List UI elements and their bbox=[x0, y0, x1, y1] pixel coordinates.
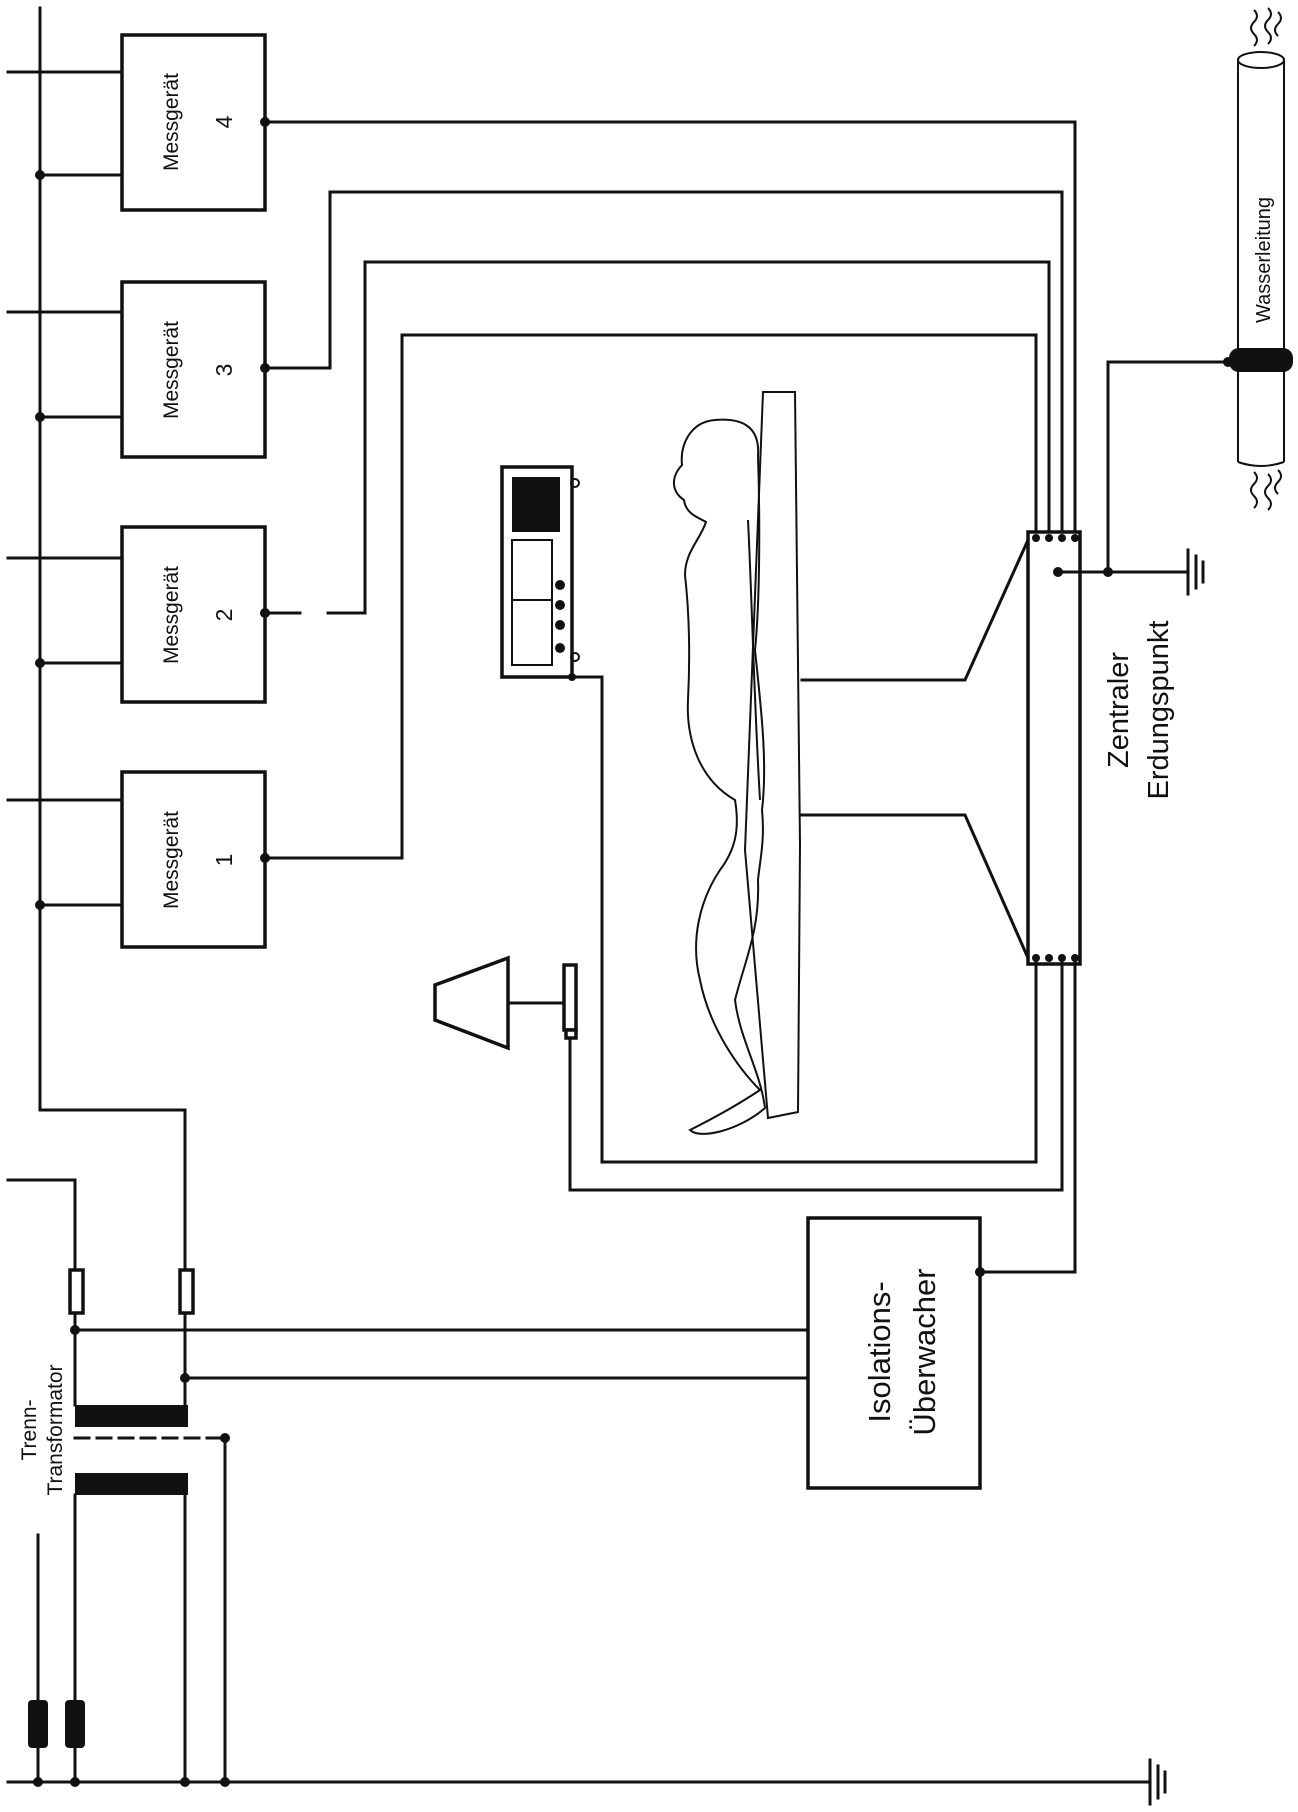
central-ground-bar bbox=[1026, 530, 1082, 966]
device-2-name: Messgerät bbox=[160, 566, 183, 664]
earth-symbol-top bbox=[1186, 548, 1205, 596]
device-3-name: Messgerät bbox=[160, 321, 183, 419]
patient-figure bbox=[673, 418, 767, 1135]
device-box-1 bbox=[120, 770, 267, 949]
isolation-monitor-box bbox=[806, 958, 1077, 1490]
device-box-3 bbox=[120, 280, 267, 459]
transformer-core bbox=[73, 1405, 230, 1784]
lamp bbox=[433, 955, 1064, 1192]
device-4-number: 4 bbox=[211, 115, 237, 128]
device-1-name: Messgerät bbox=[160, 811, 183, 909]
ground-connection bbox=[1053, 360, 1230, 577]
water-pipe-label: Wasserleitung bbox=[1253, 197, 1275, 323]
device-4-name: Messgerät bbox=[160, 73, 183, 171]
bed-frame bbox=[800, 538, 1030, 960]
device-1-number: 1 bbox=[211, 854, 237, 867]
water-pipe bbox=[1223, 7, 1293, 511]
device-3-number: 3 bbox=[211, 364, 237, 377]
device-box-2 bbox=[120, 525, 267, 704]
device-2-number: 2 bbox=[211, 609, 237, 622]
ground-point-label-line1: Zentraler bbox=[1103, 652, 1135, 768]
transformer-wiring bbox=[6, 1178, 810, 1407]
isolation-monitor-label-line1: Isolations- bbox=[862, 1281, 897, 1422]
operating-table bbox=[743, 391, 802, 1120]
monitor-device bbox=[500, 465, 1038, 1164]
supply-bus bbox=[6, 6, 187, 1272]
ground-point-label-line2: Erdungspunkt bbox=[1143, 621, 1175, 800]
earth-symbol-bottom bbox=[1148, 1758, 1167, 1806]
device-ground-wires bbox=[260, 117, 1077, 863]
transformer-label-line1: Trenn- bbox=[18, 1399, 41, 1460]
device-box-4 bbox=[120, 33, 267, 212]
primary-side bbox=[6, 1493, 1152, 1787]
transformer-label-line2: Transformator bbox=[44, 1364, 67, 1495]
isolation-monitor-label-line2: Überwacher bbox=[907, 1268, 942, 1435]
